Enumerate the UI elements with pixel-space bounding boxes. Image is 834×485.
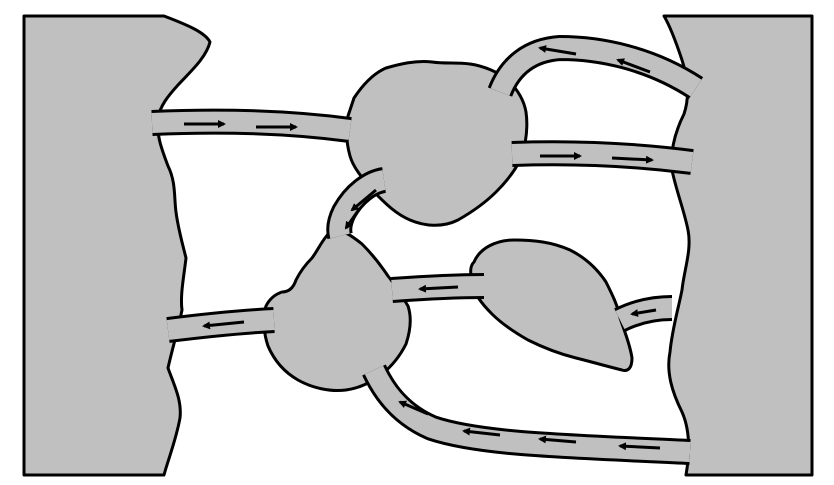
connector-channel (326, 167, 387, 240)
arrow-icon (344, 207, 362, 230)
arrow-layer (184, 45, 661, 451)
arrow-icon (611, 155, 654, 164)
top-arch-channel (487, 34, 704, 99)
arrow-icon (462, 427, 501, 437)
arrow-icon (202, 320, 245, 330)
arrow-icon (538, 435, 577, 444)
arrow-icon (418, 284, 459, 293)
arrow-icon (350, 188, 377, 212)
right-small-channel (614, 295, 673, 332)
top-left-channel (151, 108, 352, 143)
left-region (22, 14, 212, 477)
arrow-icon (630, 308, 657, 317)
middle-blob (262, 229, 412, 392)
right-upper-channel (511, 140, 694, 175)
arrow-icon (538, 45, 577, 56)
arrow-icon (618, 442, 661, 451)
arrow-icon (616, 58, 651, 74)
arrow-icon (398, 400, 429, 416)
lower-blob (469, 238, 634, 372)
bottom-curve-channel (362, 364, 691, 465)
